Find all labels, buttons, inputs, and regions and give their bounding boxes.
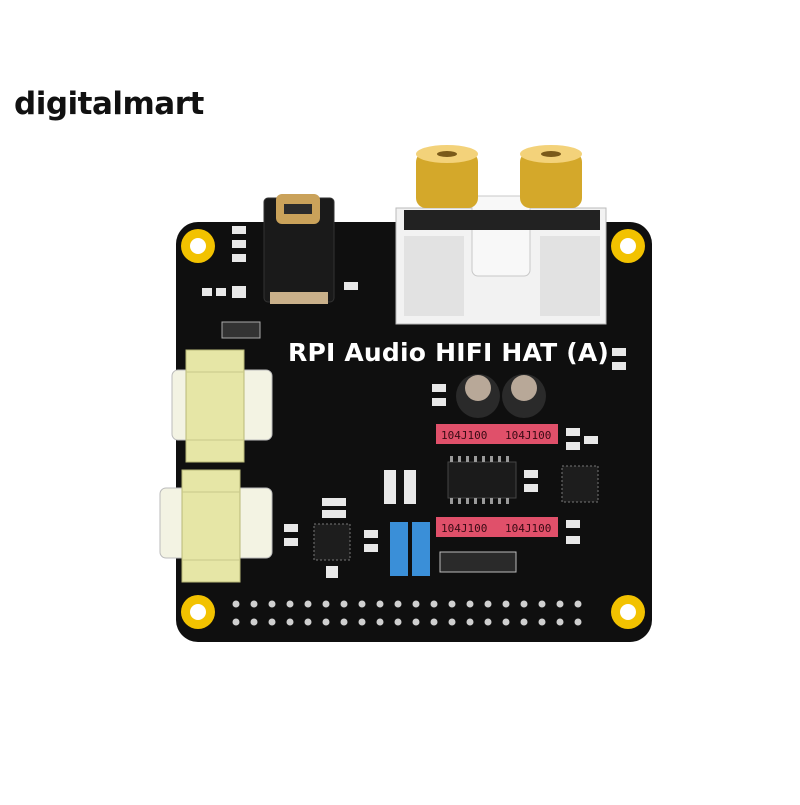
electrolytic-capacitor-right	[502, 374, 546, 418]
transformer-bottom	[159, 469, 273, 583]
mount-hole-bottom-left	[181, 595, 215, 629]
rca-jack-housing	[395, 195, 607, 325]
mount-hole-top-right	[611, 229, 645, 263]
smd-components	[202, 226, 626, 578]
film-capacitor-3	[436, 517, 500, 537]
brand-logo: digitalmart	[14, 86, 204, 122]
headphone-jack	[263, 194, 335, 304]
mount-hole-top-left	[181, 229, 215, 263]
blue-capacitor-left	[390, 522, 408, 576]
film-capacitor-4	[500, 517, 558, 537]
film-capacitor-2	[500, 424, 558, 444]
rca-jack-right	[520, 145, 582, 208]
dac-chip	[447, 456, 517, 504]
transformer-top	[171, 349, 273, 463]
board-title-silkscreen: RPI Audio HIFI HAT (A)	[288, 338, 610, 367]
qfn-chip-left	[313, 523, 351, 561]
capacitor-label-3: 104J100	[441, 522, 487, 535]
mount-hole-bottom-right	[611, 595, 645, 629]
capacitor-label-4: 104J100	[505, 522, 551, 535]
film-capacitor-1	[436, 424, 500, 444]
qfn-chip-right	[561, 465, 599, 503]
blue-capacitor-right	[412, 522, 430, 576]
gpio-header	[232, 600, 582, 626]
capacitor-label-1: 104J100	[441, 429, 487, 442]
electrolytic-capacitor-left	[456, 374, 500, 418]
rca-jack-left	[416, 145, 478, 208]
capacitor-label-2: 104J100	[505, 429, 551, 442]
